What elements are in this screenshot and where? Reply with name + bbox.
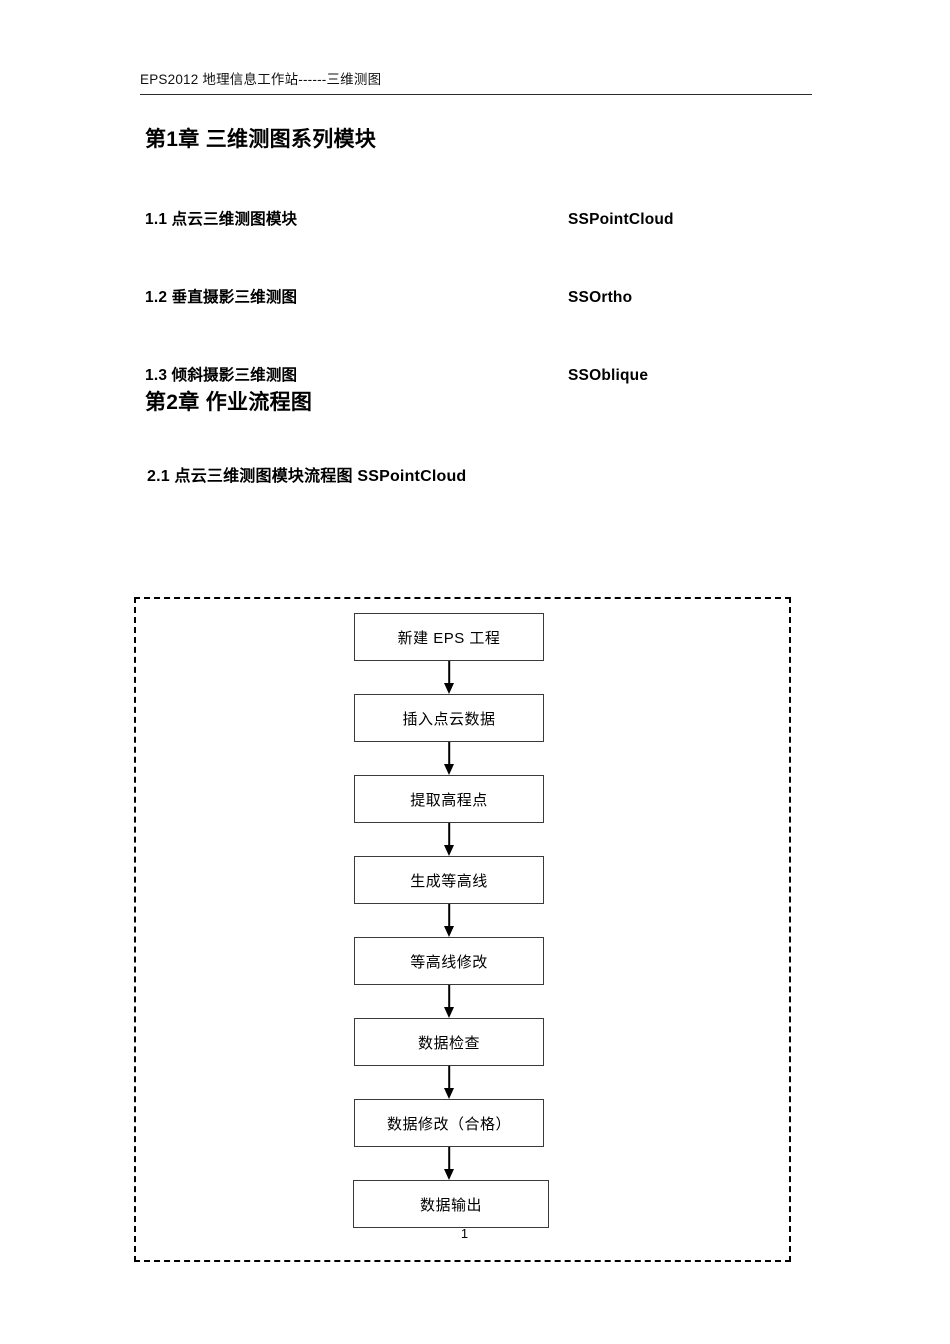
arrow-head-icon — [444, 926, 454, 937]
toc-entry-1-2: 1.2 垂直摄影三维测图 SSOrtho — [145, 286, 825, 310]
flowchart-arrow-1 — [354, 661, 544, 694]
arrow-line-icon — [448, 985, 450, 1009]
flowchart-frame: 新建 EPS 工程 插入点云数据 提取高程点 生成等高线 等高线修改 数据检查 — [134, 597, 791, 1262]
flowchart-arrow-6 — [354, 1066, 544, 1099]
header-title: EPS2012 地理信息工作站------三维测图 — [140, 72, 382, 87]
flowchart-node-3: 提取高程点 — [354, 775, 544, 823]
arrow-line-icon — [448, 661, 450, 685]
arrow-head-icon — [444, 1088, 454, 1099]
arrow-head-icon — [444, 845, 454, 856]
arrow-line-icon — [448, 742, 450, 766]
arrow-head-icon — [444, 683, 454, 694]
document-body: 第1章 三维测图系列模块 1.1 点云三维测图模块 SSPointCloud 1… — [145, 125, 825, 489]
flowchart-arrow-3 — [354, 823, 544, 856]
flowchart-arrow-7 — [354, 1147, 544, 1180]
arrow-line-icon — [448, 1147, 450, 1171]
chapter-1-heading: 第1章 三维测图系列模块 — [145, 128, 377, 151]
flowchart-node-stack: 新建 EPS 工程 插入点云数据 提取高程点 生成等高线 等高线修改 数据检查 — [353, 613, 549, 1228]
arrow-line-icon — [448, 1066, 450, 1090]
toc-entry-1-1: 1.1 点云三维测图模块 SSPointCloud — [145, 208, 825, 232]
flowchart-node-8: 数据输出 — [353, 1180, 549, 1228]
flowchart-node-5: 等高线修改 — [354, 937, 544, 985]
header-divider — [140, 94, 812, 95]
toc-entry-1-3-label: 1.3 倾斜摄影三维测图 — [145, 367, 298, 384]
toc-entry-1-3-code: SSOblique — [568, 367, 649, 384]
toc-entry-1-3: 1.3 倾斜摄影三维测图 SSOblique — [145, 364, 825, 388]
flowchart-node-7: 数据修改（合格） — [354, 1099, 544, 1147]
toc-entry-1-2-label: 1.2 垂直摄影三维测图 — [145, 289, 298, 306]
arrow-head-icon — [444, 1007, 454, 1018]
chapter-2-heading: 第2章 作业流程图 — [145, 391, 313, 414]
page-running-header: EPS2012 地理信息工作站------三维测图 — [140, 70, 812, 95]
toc-entry-1-1-label: 1.1 点云三维测图模块 — [145, 211, 298, 228]
arrow-head-icon — [444, 1169, 454, 1180]
page-number: 1 — [460, 1226, 469, 1241]
flowchart-node-2: 插入点云数据 — [354, 694, 544, 742]
toc-entry-1-2-code: SSOrtho — [568, 289, 633, 306]
flowchart-node-1: 新建 EPS 工程 — [354, 613, 544, 661]
toc-entry-1-1-code: SSPointCloud — [568, 211, 674, 228]
flowchart-node-6: 数据检查 — [354, 1018, 544, 1066]
flowchart-node-4: 生成等高线 — [354, 856, 544, 904]
arrow-line-icon — [448, 904, 450, 928]
flowchart-arrow-4 — [354, 904, 544, 937]
section-2-1-heading: 2.1 点云三维测图模块流程图 SSPointCloud — [147, 468, 467, 485]
flowchart-arrow-2 — [354, 742, 544, 775]
flowchart-arrow-5 — [354, 985, 544, 1018]
arrow-head-icon — [444, 764, 454, 775]
arrow-line-icon — [448, 823, 450, 847]
